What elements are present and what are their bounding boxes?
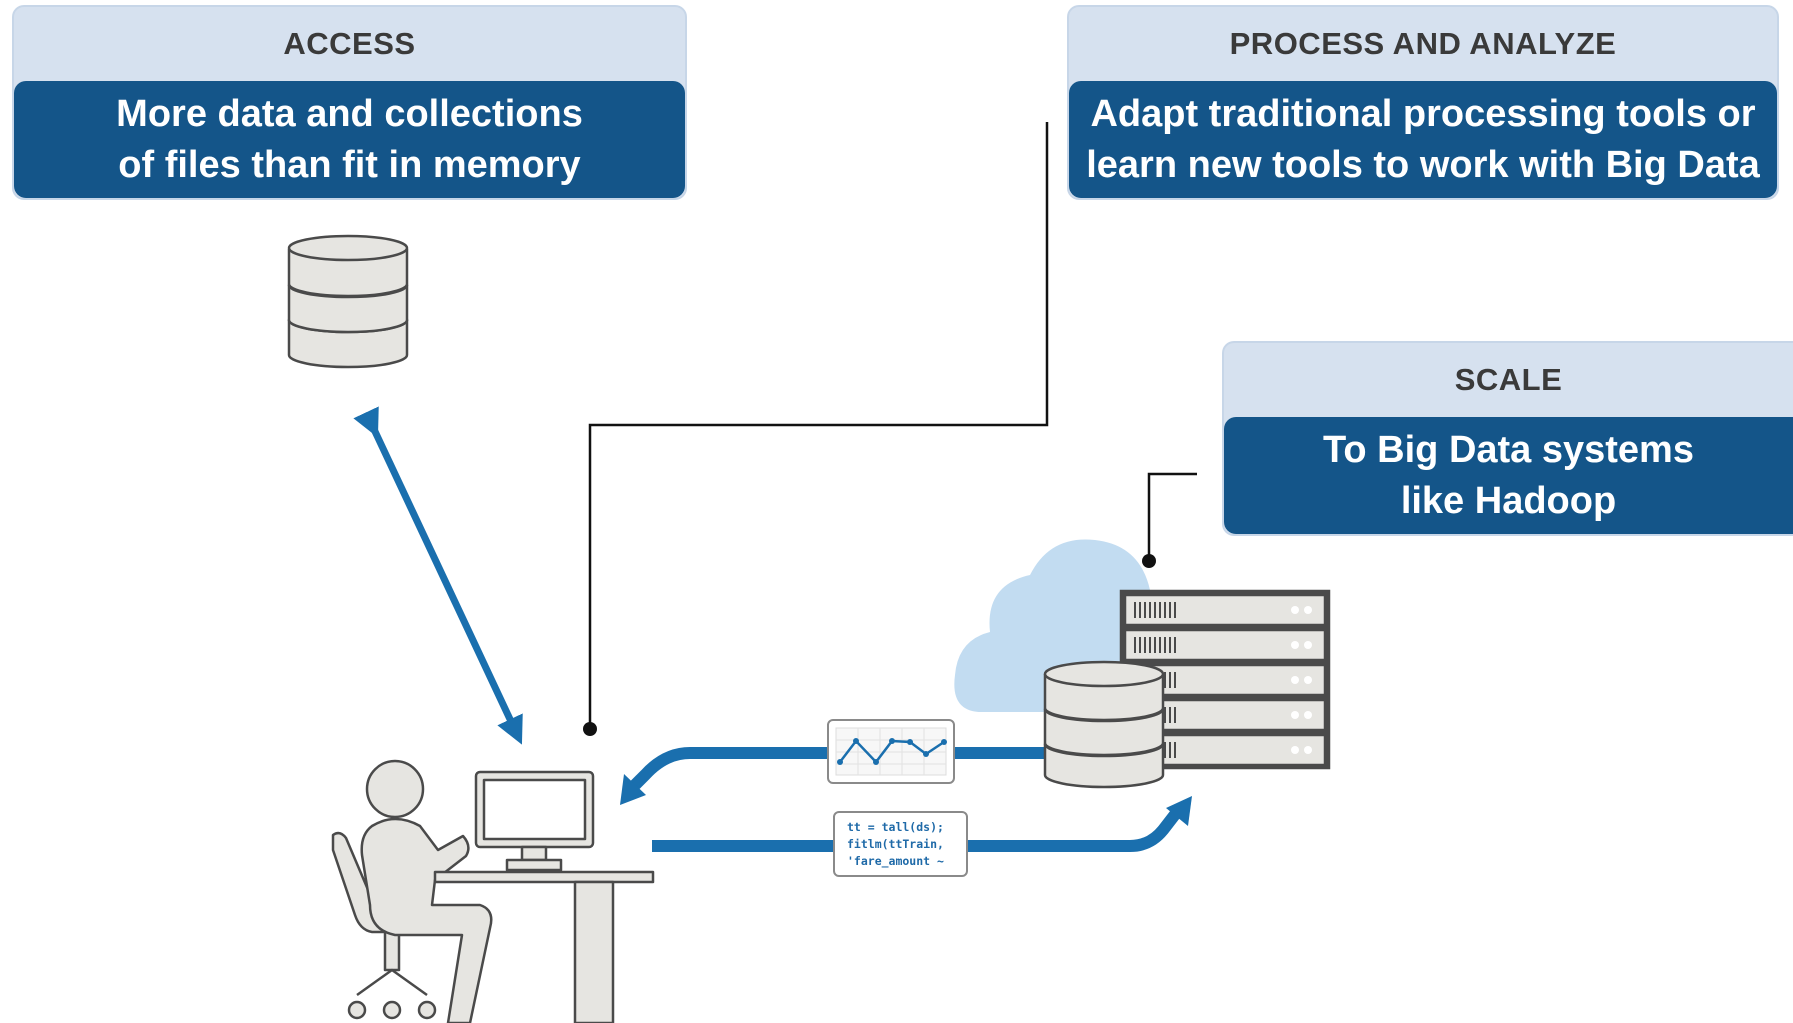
- process-analyze-description-line: learn new tools to work with Big Data: [1086, 143, 1760, 186]
- scale-description: To Big Data systems like Hadoop: [1224, 417, 1793, 534]
- person-at-desk-icon: [331, 759, 655, 1023]
- code-line: tt = tall(ds);: [847, 820, 944, 834]
- code-line: 'fare_amount ~: [847, 854, 944, 868]
- process-analyze-description-line: Adapt traditional processing tools or: [1090, 92, 1756, 135]
- database-icon: [1043, 660, 1165, 789]
- line-chart-icon: [827, 719, 955, 784]
- scale-connector-dot: [1142, 554, 1156, 568]
- database-icon: [287, 234, 409, 369]
- scale-description-line: like Hadoop: [1400, 479, 1617, 522]
- access-description-line: of files than fit in memory: [118, 143, 581, 186]
- results-arrowhead: [620, 774, 646, 805]
- connector-lines: [583, 122, 1197, 736]
- process-analyze-description: Adapt traditional processing tools or le…: [1069, 81, 1777, 198]
- access-callout: ACCESS More data and collections of file…: [12, 5, 687, 200]
- process-analyze-callout: PROCESS AND ANALYZE Adapt traditional pr…: [1067, 5, 1779, 200]
- code-arrowhead: [1166, 796, 1192, 826]
- access-heading: ACCESS: [283, 26, 416, 61]
- access-description: More data and collections of files than …: [14, 81, 685, 198]
- code-snippet-card: tt = tall(ds); fitlm(ttTrain, 'fare_amount…: [833, 811, 968, 877]
- scale-description-line: To Big Data systems: [1323, 428, 1694, 471]
- process-analyze-heading: PROCESS AND ANALYZE: [1229, 26, 1617, 61]
- process-connector: [588, 122, 1049, 728]
- access-description-line: More data and collections: [116, 92, 583, 135]
- code-arrow: [652, 804, 1185, 852]
- results-arrow: [625, 747, 1047, 795]
- scale-callout: SCALE To Big Data systems like Hadoop: [1222, 341, 1793, 536]
- scale-connector: [1147, 472, 1197, 560]
- access-arrow: [353, 406, 523, 745]
- code-line: fitlm(ttTrain,: [847, 837, 944, 851]
- process-connector-dot: [583, 722, 597, 736]
- scale-heading: SCALE: [1454, 362, 1563, 397]
